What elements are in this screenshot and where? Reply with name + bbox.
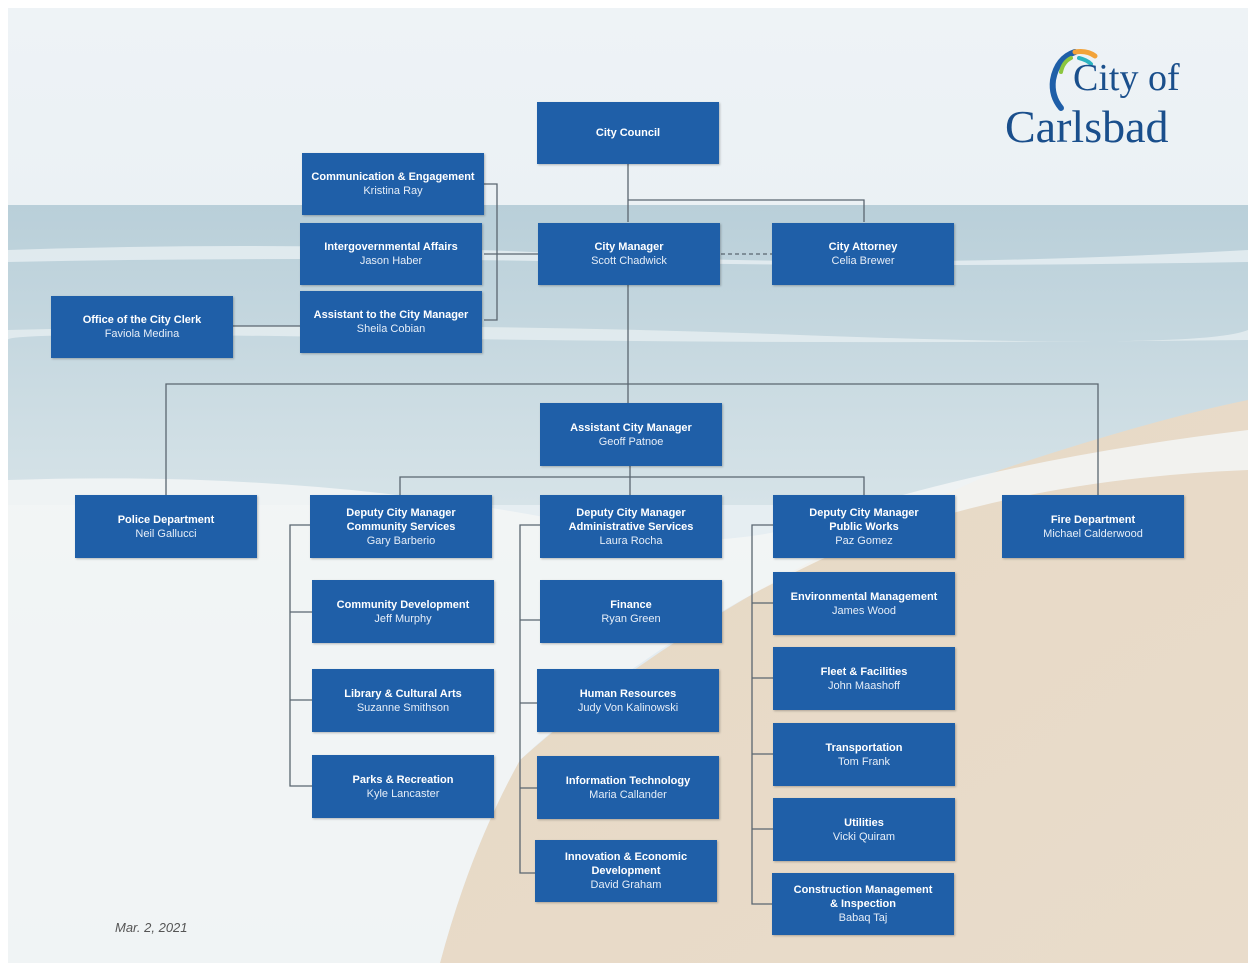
node-title: Information Technology <box>565 774 691 787</box>
node-title-line2: & Inspection <box>829 898 896 910</box>
node-person: Kristina Ray <box>363 185 423 197</box>
node-person: Sheila Cobian <box>356 323 426 335</box>
node-person: James Wood <box>832 604 896 617</box>
node-person: Maria Callander <box>589 788 667 801</box>
node-city-clerk[interactable]: Office of the City Clerk Faviola Medina <box>51 296 233 358</box>
node-city-manager[interactable]: City Manager Scott Chadwick <box>538 223 720 285</box>
node-title: Human Resources <box>579 687 677 700</box>
node-innovation-economic-development[interactable]: Innovation & Economic Development David … <box>535 840 717 902</box>
node-person: Vicki Quiram <box>832 830 896 843</box>
node-person: Kyle Lancaster <box>366 787 440 800</box>
node-construction-management[interactable]: Construction Management & Inspection Bab… <box>772 873 954 935</box>
node-title: Police Department <box>117 513 215 526</box>
node-title-line2: Development <box>591 865 661 877</box>
node-title: Transportation <box>825 741 903 754</box>
node-deputy-community-services[interactable]: Deputy City Manager Community Services G… <box>310 495 492 558</box>
node-title: Fire Department <box>1050 513 1136 526</box>
node-person: Gary Barberio <box>366 534 436 547</box>
node-title: City Manager <box>594 241 664 253</box>
node-transportation[interactable]: Transportation Tom Frank <box>773 723 955 786</box>
node-title: Parks & Recreation <box>352 773 454 786</box>
node-finance[interactable]: Finance Ryan Green <box>540 580 722 643</box>
node-fleet-facilities[interactable]: Fleet & Facilities John Maashoff <box>773 647 955 710</box>
node-title: Finance <box>610 598 652 611</box>
logo-line1: City of <box>1073 57 1180 99</box>
node-fire-department[interactable]: Fire Department Michael Calderwood <box>1002 495 1184 558</box>
node-police-department[interactable]: Police Department Neil Gallucci <box>75 495 257 558</box>
node-information-technology[interactable]: Information Technology Maria Callander <box>537 756 719 819</box>
node-title: Deputy City Manager <box>346 506 456 519</box>
node-title: City Attorney <box>828 241 898 253</box>
node-title: Library & Cultural Arts <box>344 687 462 700</box>
node-communication-engagement[interactable]: Communication & Engagement Kristina Ray <box>302 153 484 215</box>
node-person: Babaq Taj <box>838 912 888 924</box>
node-title: Intergovernmental Affairs <box>324 241 458 253</box>
node-title: Office of the City Clerk <box>82 314 202 326</box>
node-person: Faviola Medina <box>104 328 180 340</box>
node-parks-recreation[interactable]: Parks & Recreation Kyle Lancaster <box>312 755 494 818</box>
node-title: City Council <box>595 127 661 139</box>
node-title-line2: Public Works <box>829 520 899 533</box>
node-title: Utilities <box>844 816 884 829</box>
node-title-line2: Administrative Services <box>568 520 694 533</box>
node-person: Tom Frank <box>838 755 890 768</box>
node-title: Community Development <box>336 598 470 611</box>
chart-date: Mar. 2, 2021 <box>115 920 188 935</box>
node-title: Environmental Management <box>790 590 938 603</box>
node-title: Fleet & Facilities <box>820 665 908 678</box>
node-person: Scott Chadwick <box>591 255 667 267</box>
city-logo: City of Carlsbad <box>1005 48 1205 158</box>
node-person: Suzanne Smithson <box>356 701 450 714</box>
node-person: Neil Gallucci <box>135 527 197 540</box>
node-human-resources[interactable]: Human Resources Judy Von Kalinowski <box>537 669 719 732</box>
node-person: Geoff Patnoe <box>598 435 664 448</box>
node-utilities[interactable]: Utilities Vicki Quiram <box>773 798 955 861</box>
node-title-line2: Community Services <box>346 520 456 533</box>
node-title: Assistant to the City Manager <box>313 309 469 321</box>
node-community-development[interactable]: Community Development Jeff Murphy <box>312 580 494 643</box>
node-person: Paz Gomez <box>835 534 893 547</box>
node-environmental-management[interactable]: Environmental Management James Wood <box>773 572 955 635</box>
logo-line2: Carlsbad <box>1005 101 1169 152</box>
node-person: Jeff Murphy <box>374 612 432 625</box>
node-person: Celia Brewer <box>831 255 895 267</box>
node-person: Jason Haber <box>359 255 423 267</box>
node-city-council[interactable]: City Council <box>537 102 719 164</box>
node-person: David Graham <box>590 879 662 891</box>
node-intergovernmental-affairs[interactable]: Intergovernmental Affairs Jason Haber <box>300 223 482 285</box>
node-person: Michael Calderwood <box>1043 527 1143 540</box>
node-person: Laura Rocha <box>599 534 663 547</box>
node-title: Deputy City Manager <box>576 506 686 519</box>
node-library-cultural-arts[interactable]: Library & Cultural Arts Suzanne Smithson <box>312 669 494 732</box>
node-person: Ryan Green <box>601 612 661 625</box>
logo-swoosh-icon <box>1049 49 1098 111</box>
node-person: John Maashoff <box>828 679 900 692</box>
node-deputy-public-works[interactable]: Deputy City Manager Public Works Paz Gom… <box>773 495 955 558</box>
node-deputy-administrative-services[interactable]: Deputy City Manager Administrative Servi… <box>540 495 722 558</box>
node-title: Deputy City Manager <box>809 506 919 519</box>
node-title: Communication & Engagement <box>311 171 475 183</box>
node-person: Judy Von Kalinowski <box>577 701 679 714</box>
node-assistant-to-city-manager[interactable]: Assistant to the City Manager Sheila Cob… <box>300 291 482 353</box>
node-title: Assistant City Manager <box>570 421 692 434</box>
node-title: Innovation & Economic <box>564 851 688 863</box>
node-assistant-city-manager[interactable]: Assistant City Manager Geoff Patnoe <box>540 403 722 466</box>
node-title: Construction Management <box>793 884 933 896</box>
node-city-attorney[interactable]: City Attorney Celia Brewer <box>772 223 954 285</box>
